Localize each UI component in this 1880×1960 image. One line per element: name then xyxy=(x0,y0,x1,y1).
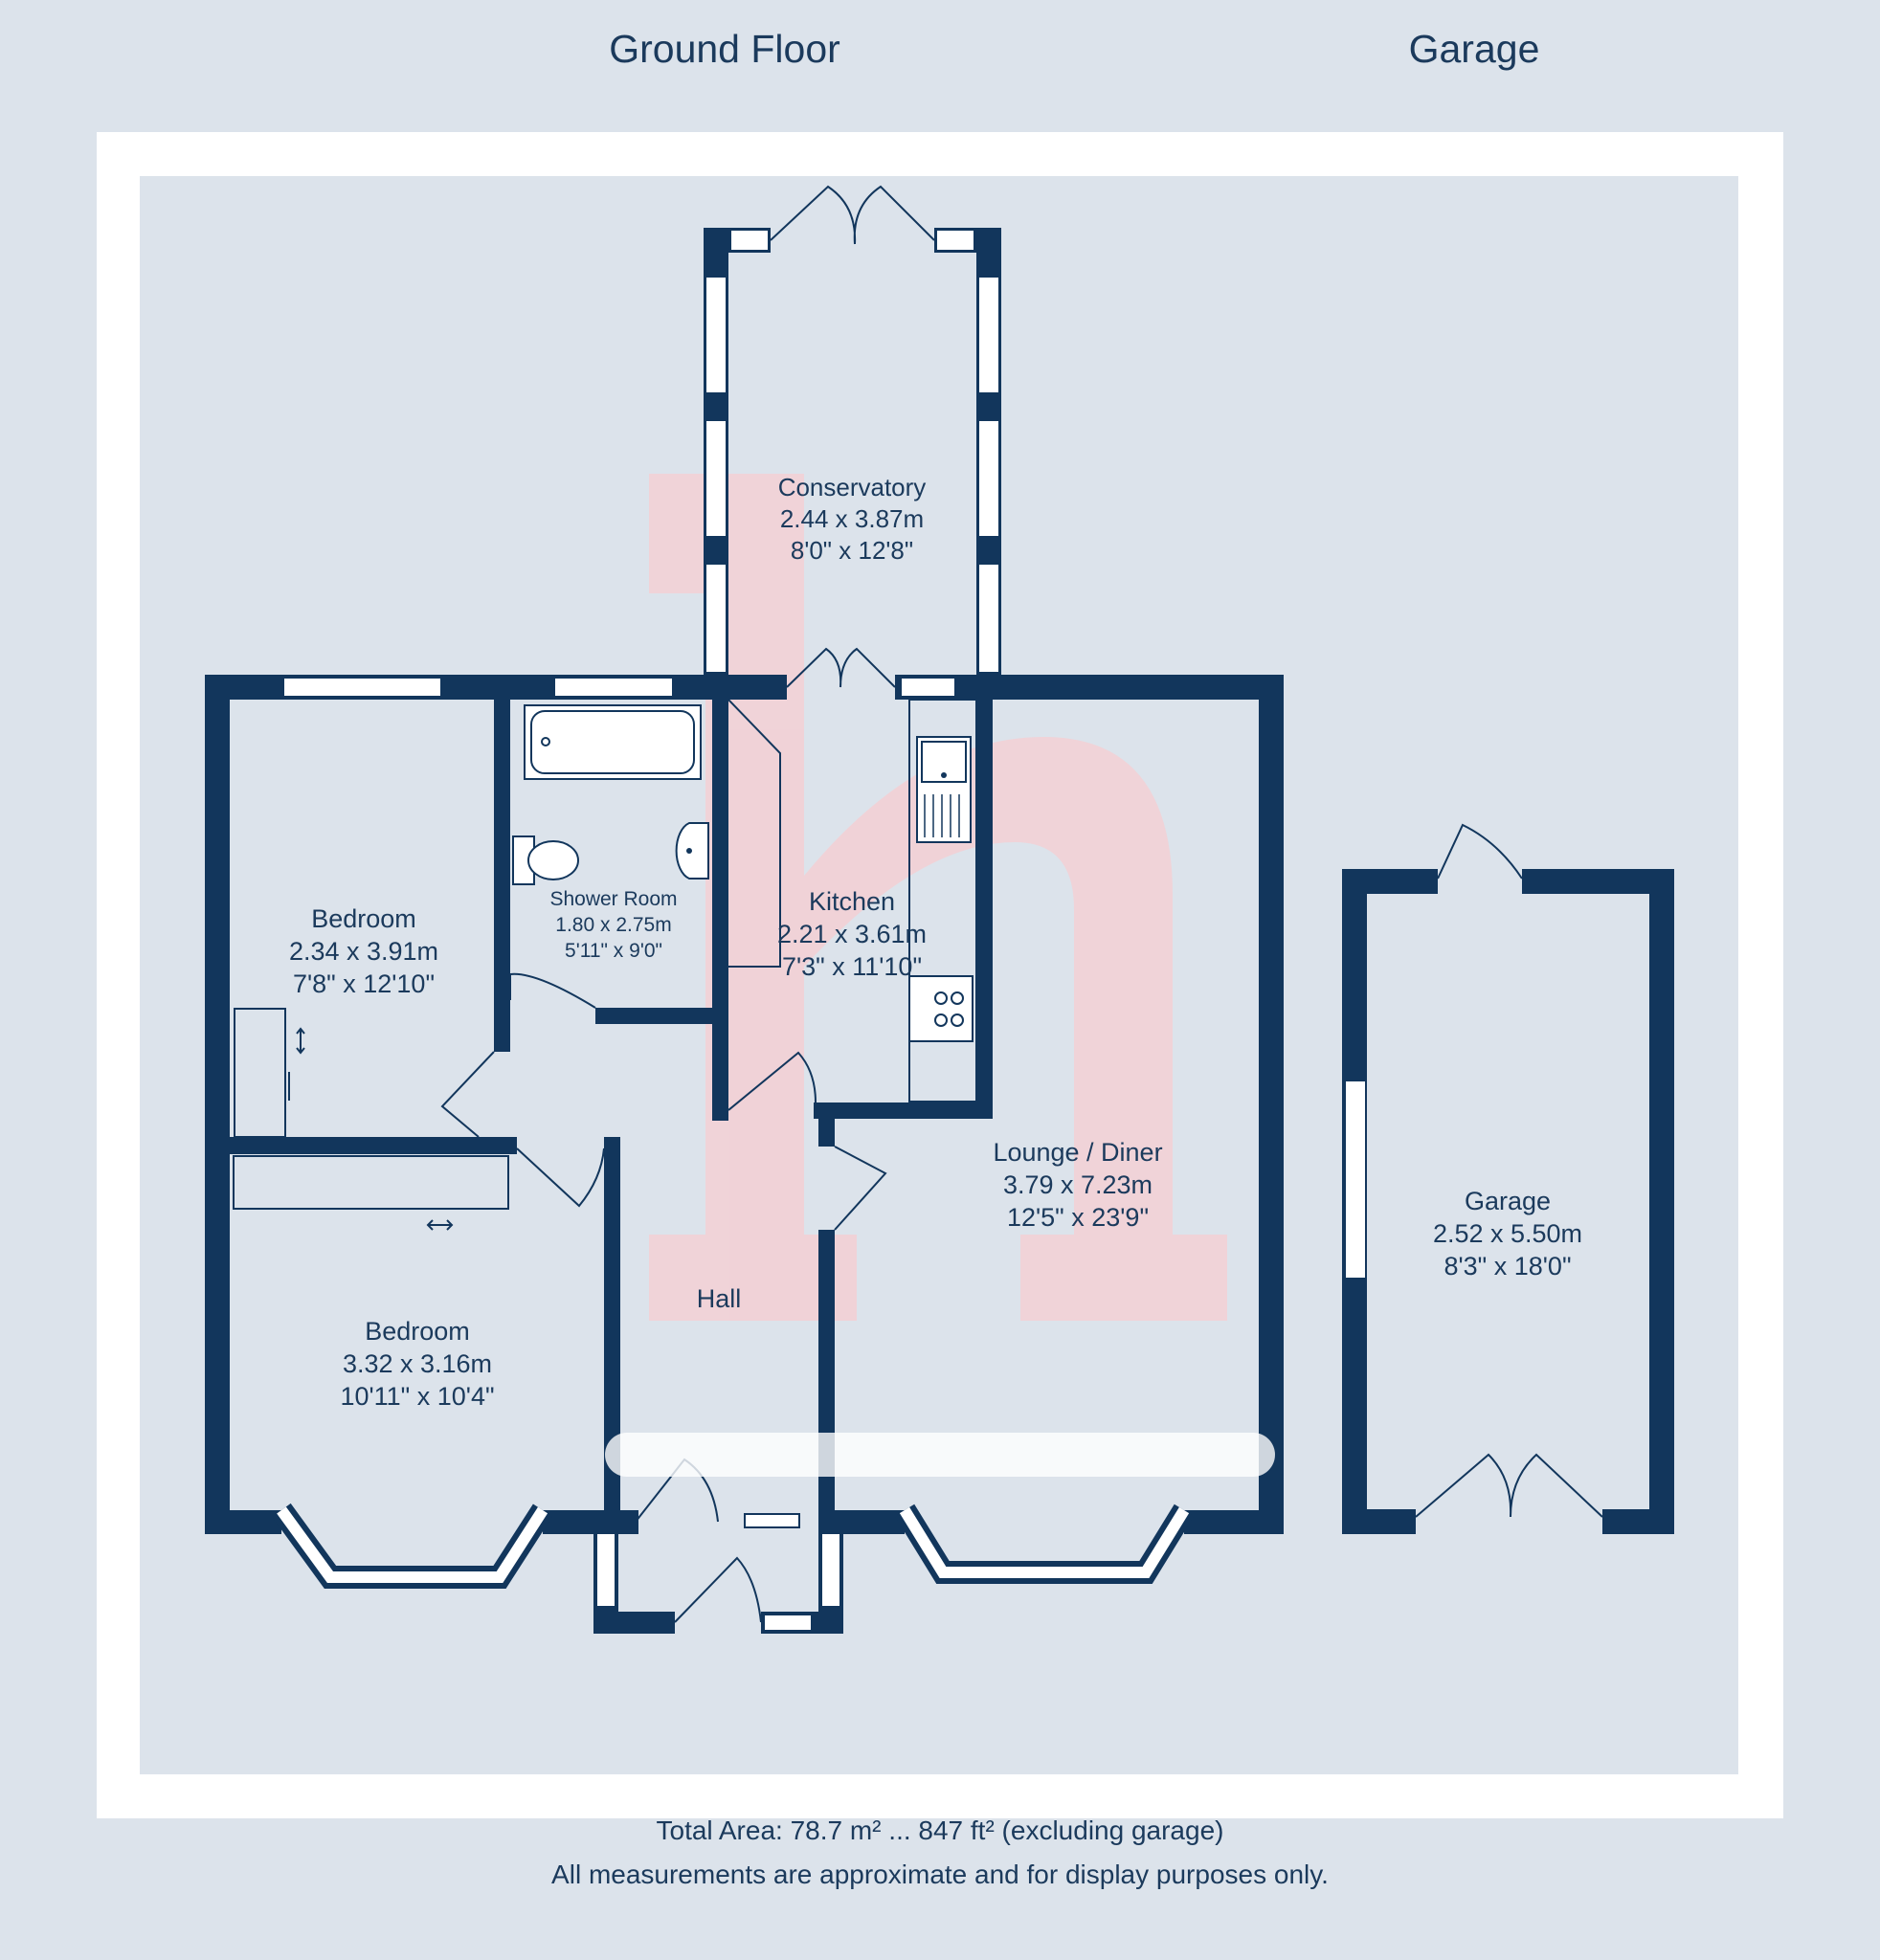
window xyxy=(706,278,726,392)
hob xyxy=(908,975,974,1042)
window xyxy=(706,565,726,672)
hall-right-wall xyxy=(818,1116,835,1147)
wardrobe xyxy=(233,1155,509,1231)
window xyxy=(284,679,440,696)
porch xyxy=(593,1458,843,1634)
window xyxy=(979,421,998,536)
window xyxy=(731,231,768,250)
room-imperial: 8'0" x 12'8" xyxy=(791,536,913,565)
door-swing xyxy=(440,1051,495,1138)
room-metric: 2.21 x 3.61m xyxy=(777,920,927,948)
room-imperial: 7'3" x 11'10" xyxy=(782,952,922,981)
wardrobe xyxy=(234,1008,305,1138)
room-name: Conservatory xyxy=(778,473,927,501)
disclaimer-text: All measurements are approximate and for… xyxy=(551,1860,1329,1889)
bottom-wall xyxy=(1184,1510,1284,1534)
bedroom-shower-wall xyxy=(494,700,510,1052)
hall-left-wall xyxy=(604,1137,620,1510)
kitchen-units xyxy=(727,699,781,968)
door-swing xyxy=(727,1051,817,1111)
door-swing xyxy=(786,647,896,688)
room-imperial: 8'3" x 18'0" xyxy=(1444,1252,1571,1281)
bay-window xyxy=(272,1503,553,1589)
window xyxy=(555,679,672,696)
bath-tub xyxy=(524,704,702,780)
room-metric: 2.34 x 3.91m xyxy=(289,937,438,966)
door-swing xyxy=(516,1147,605,1208)
room-name: Bedroom xyxy=(365,1317,470,1346)
light-band xyxy=(605,1433,1275,1477)
total-area-text: Total Area: 78.7 m² ... 847 ft² (excludi… xyxy=(656,1815,1224,1845)
room-name: Kitchen xyxy=(809,887,895,916)
right-wall xyxy=(1259,675,1284,1534)
door-swing xyxy=(509,972,596,1009)
kitchen-lounge-wall xyxy=(976,700,993,1116)
watermark-logo xyxy=(649,474,1227,1321)
room-imperial: 12'5" x 23'9" xyxy=(1007,1203,1149,1232)
room-name: Shower Room xyxy=(549,888,677,910)
wash-basin xyxy=(675,822,709,880)
room-metric: 1.80 x 2.75m xyxy=(555,914,671,936)
room-imperial: 10'11" x 10'4" xyxy=(340,1382,494,1411)
room-metric: 3.79 x 7.23m xyxy=(1003,1170,1153,1199)
label-garage: Garage 2.52 x 5.50m 8'3" x 18'0" xyxy=(1433,1187,1582,1281)
label-shower-room: Shower Room 1.80 x 2.75m 5'11" x 9'0" xyxy=(549,888,677,962)
label-bedroom-1: Bedroom 2.34 x 3.91m 7'8" x 12'10" xyxy=(289,904,438,998)
hall-right-wall xyxy=(818,1230,835,1534)
garage-side-door xyxy=(1437,823,1523,880)
bottom-wall xyxy=(543,1510,638,1534)
label-lounge-diner: Lounge / Diner 3.79 x 7.23m 12'5" x 23'9… xyxy=(993,1138,1162,1232)
garage-door xyxy=(1415,1453,1603,1518)
room-imperial: 7'8" x 12'10" xyxy=(293,969,435,998)
label-bedroom-2: Bedroom 3.32 x 3.16m 10'11" x 10'4" xyxy=(340,1317,494,1411)
window xyxy=(706,421,726,536)
window xyxy=(979,565,998,672)
ground-floor-heading: Ground Floor xyxy=(609,27,840,71)
left-wall xyxy=(205,675,230,1534)
label-hall: Hall xyxy=(697,1284,742,1313)
room-imperial: 5'11" x 9'0" xyxy=(565,940,662,962)
kitchen-bottom-wall xyxy=(814,1102,993,1119)
garage-building xyxy=(1342,869,1674,1534)
room-name: Lounge / Diner xyxy=(993,1138,1162,1167)
conservatory xyxy=(704,185,1001,678)
window xyxy=(979,278,998,392)
room-metric: 2.44 x 3.87m xyxy=(780,504,924,533)
bottom-wall xyxy=(205,1510,281,1534)
label-kitchen: Kitchen 2.21 x 3.61m 7'3" x 11'10" xyxy=(777,887,927,981)
top-wall xyxy=(895,675,1284,700)
room-name: Hall xyxy=(697,1284,742,1313)
bedroom-divider-wall xyxy=(230,1137,517,1154)
window xyxy=(937,231,974,250)
kitchen-sink xyxy=(916,736,972,843)
french-door xyxy=(770,185,935,245)
front-door-swing xyxy=(674,1556,762,1623)
room-metric: 2.52 x 5.50m xyxy=(1433,1219,1582,1248)
door-swing xyxy=(834,1146,887,1231)
label-conservatory: Conservatory 2.44 x 3.87m 8'0" x 12'8" xyxy=(778,473,927,565)
toilet xyxy=(512,835,579,885)
window xyxy=(902,679,954,696)
garage-heading: Garage xyxy=(1408,27,1540,71)
room-metric: 3.32 x 3.16m xyxy=(343,1349,492,1378)
kitchen-counter xyxy=(908,699,977,1102)
shower-bottom-wall xyxy=(595,1008,714,1024)
room-name: Bedroom xyxy=(311,904,416,933)
shower-kitchen-wall xyxy=(712,700,728,1121)
room-name: Garage xyxy=(1465,1187,1551,1215)
bay-window xyxy=(894,1503,1195,1584)
